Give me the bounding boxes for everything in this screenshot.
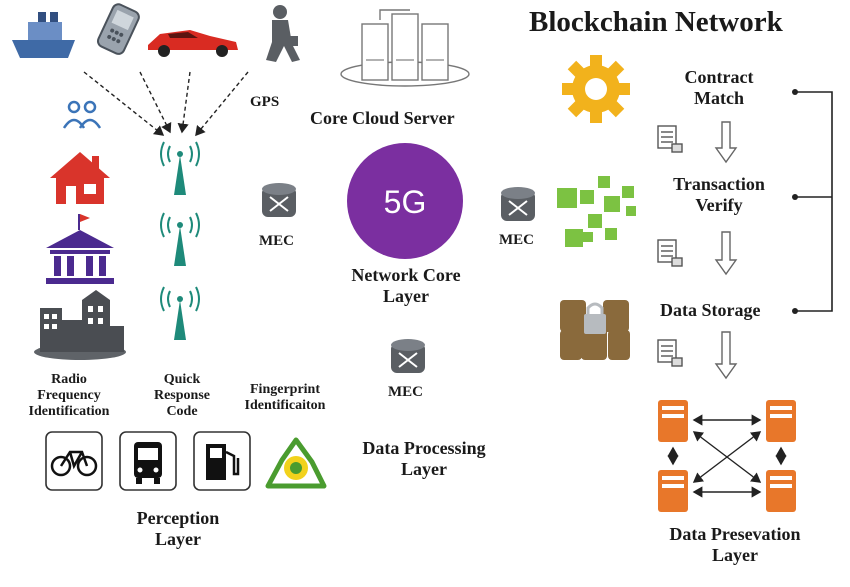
network-core-line-2: Layer <box>383 285 429 306</box>
mec-router-icon <box>391 339 425 373</box>
gear-icon <box>562 55 630 123</box>
network-core-layer-label: Network Core Layer <box>336 265 476 306</box>
document-icon <box>657 125 683 153</box>
transaction-line-1: Transaction <box>673 174 765 194</box>
cloud-server-icon <box>340 9 470 87</box>
contract-line-2: Match <box>694 87 744 108</box>
diagram-title: Blockchain Network <box>529 6 783 38</box>
data-processing-layer-label: Data Processing Layer <box>344 438 504 479</box>
ship-icon <box>12 12 75 58</box>
qr-line-1: Quick <box>163 372 201 387</box>
rfid-line-1: Radio <box>51 372 87 387</box>
antenna-tower-icon <box>160 141 200 195</box>
qr-line-2: Response <box>153 388 210 404</box>
data-server-icon <box>658 400 688 442</box>
document-icon <box>657 339 683 367</box>
government-building-icon <box>46 214 114 284</box>
city-buildings-icon <box>34 290 126 360</box>
database-storage-icon <box>560 300 630 360</box>
mec-router-icon <box>262 183 296 217</box>
fingerprint-label: Fingerprint Identificaiton <box>228 382 342 414</box>
qr-line-3: Code <box>166 404 198 420</box>
antenna-tower-icon <box>160 286 200 340</box>
data-processing-line-2: Layer <box>401 458 447 479</box>
car-icon <box>148 30 238 57</box>
perception-line-1: Perception <box>136 508 220 528</box>
contract-line-1: Contract <box>684 67 754 87</box>
transaction-verify-label: Transaction Verify <box>654 174 784 215</box>
mec-router-icon <box>501 187 535 221</box>
transaction-line-2: Verify <box>695 194 743 215</box>
blockchain-blocks-icon <box>557 176 636 247</box>
core-cloud-server-label: Core Cloud Server <box>310 108 455 128</box>
fuel-pump-icon <box>193 431 251 491</box>
rfid-line-2: Frequency <box>37 388 101 404</box>
qr-code-label: Quick Response Code <box>140 372 224 420</box>
data-storage-label: Data Storage <box>660 300 761 320</box>
document-icon <box>657 239 683 267</box>
data-preservation-layer-label: Data Presevation Layer <box>650 524 820 565</box>
mobile-phone-icon <box>96 3 140 55</box>
bicycle-icon <box>45 431 103 491</box>
data-server-icon <box>766 400 796 442</box>
network-core-line-1: Network Core <box>351 265 461 285</box>
flow-arrows <box>714 121 738 380</box>
sensor-arrows <box>83 71 249 137</box>
contract-match-label: Contract Match <box>664 67 774 108</box>
perception-layer-label: Perception Layer <box>116 508 240 549</box>
rfid-label: Radio Frequency Identification <box>14 372 124 420</box>
businessman-icon <box>266 5 300 62</box>
fingerprint-line-1: Fingerprint <box>250 382 320 397</box>
mec-label-bottom: MEC <box>388 384 423 400</box>
mec-label-left: MEC <box>259 233 294 249</box>
perception-line-2: Layer <box>155 528 201 549</box>
data-server-icon <box>658 470 688 512</box>
house-icon <box>50 152 110 204</box>
recycle-icon <box>265 437 327 489</box>
mec-label-right: MEC <box>499 232 534 248</box>
data-server-icon <box>766 470 796 512</box>
gps-label: GPS <box>250 94 280 110</box>
rfid-line-3: Identification <box>28 404 110 420</box>
people-icon <box>62 100 102 129</box>
antenna-tower-icon <box>160 212 200 266</box>
bus-icon <box>119 431 177 491</box>
preservation-line-1: Data Presevation <box>669 524 801 544</box>
fingerprint-line-2: Identificaiton <box>244 398 326 414</box>
svg-text-layer: 5G <box>384 184 427 220</box>
data-processing-line-1: Data Processing <box>362 438 486 458</box>
5g-core-circle <box>347 143 463 259</box>
preservation-line-2: Layer <box>712 544 758 565</box>
5g-label: 5G <box>384 184 427 220</box>
server-mesh-links <box>667 414 787 498</box>
verification-bracket <box>796 91 833 312</box>
